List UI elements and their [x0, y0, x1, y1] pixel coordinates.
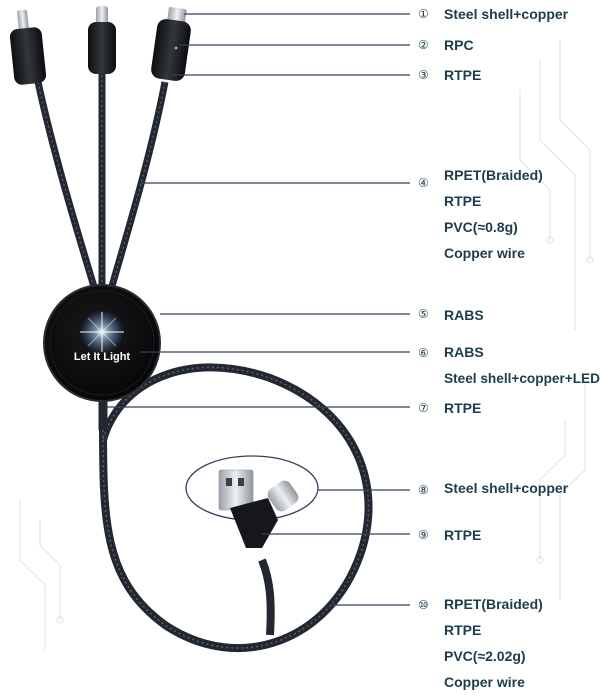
svg-text:RABS: RABS — [444, 344, 484, 360]
svg-text:RPET(Braided): RPET(Braided) — [444, 167, 543, 183]
svg-text:⑤: ⑤ — [418, 307, 429, 321]
callout-9: ⑨ RTPE — [418, 527, 481, 543]
svg-text:Copper wire: Copper wire — [444, 245, 525, 261]
callout-3: ③ RTPE — [418, 67, 481, 83]
callout-4: ④ RPET(Braided) RTPE PVC(≈0.8g) Copper w… — [418, 167, 543, 261]
callout-1: ① Steel shell+copper — [418, 6, 569, 22]
callout-10: ⑩ RPET(Braided) RTPE PVC(≈2.02g) Copper … — [418, 596, 543, 690]
svg-text:RTPE: RTPE — [444, 193, 481, 209]
callout-6: ⑥ RABS Steel shell+copper+LED — [418, 344, 600, 386]
dual-usb-head — [185, 455, 319, 548]
svg-text:PVC(≈0.8g): PVC(≈0.8g) — [444, 219, 518, 235]
svg-text:PVC(≈2.02g): PVC(≈2.02g) — [444, 648, 526, 664]
micro-usb-connector — [151, 7, 191, 81]
svg-text:Steel shell+copper+LED: Steel shell+copper+LED — [444, 370, 600, 386]
callout-2: ② RPC — [418, 37, 474, 53]
svg-text:④: ④ — [418, 176, 429, 190]
leader-lines — [106, 13, 410, 606]
svg-text:①: ① — [418, 7, 429, 21]
callout-5: ⑤ RABS — [418, 307, 484, 323]
svg-text:Steel shell+copper: Steel shell+copper — [444, 480, 569, 496]
svg-text:RTPE: RTPE — [444, 400, 481, 416]
circuit-background — [19, 40, 594, 650]
cable-loop — [99, 363, 373, 652]
svg-text:RTPE: RTPE — [444, 622, 481, 638]
lightning-connector — [88, 6, 116, 74]
svg-text:RPC: RPC — [444, 37, 474, 53]
light-puck: Let It Light — [43, 284, 161, 402]
light-flare-icon — [80, 310, 124, 354]
svg-text:⑥: ⑥ — [418, 346, 429, 360]
callout-8: ⑧ Steel shell+copper — [418, 480, 569, 497]
svg-text:⑩: ⑩ — [418, 598, 429, 612]
logo-text: Let It Light — [74, 351, 131, 363]
svg-text:Steel shell+copper: Steel shell+copper — [444, 6, 569, 22]
callout-7: ⑦ RTPE — [418, 400, 481, 416]
usb-c-connector — [9, 9, 47, 85]
branch-cables — [34, 70, 169, 430]
svg-text:RTPE: RTPE — [444, 527, 481, 543]
svg-text:⑨: ⑨ — [418, 528, 429, 542]
svg-text:Copper wire: Copper wire — [444, 674, 525, 690]
svg-text:⑧: ⑧ — [418, 483, 429, 497]
svg-text:RTPE: RTPE — [444, 67, 481, 83]
svg-text:③: ③ — [418, 68, 429, 82]
svg-text:⑦: ⑦ — [418, 401, 429, 415]
svg-text:RABS: RABS — [444, 307, 484, 323]
svg-text:RPET(Braided): RPET(Braided) — [444, 596, 543, 612]
svg-text:②: ② — [418, 38, 429, 52]
